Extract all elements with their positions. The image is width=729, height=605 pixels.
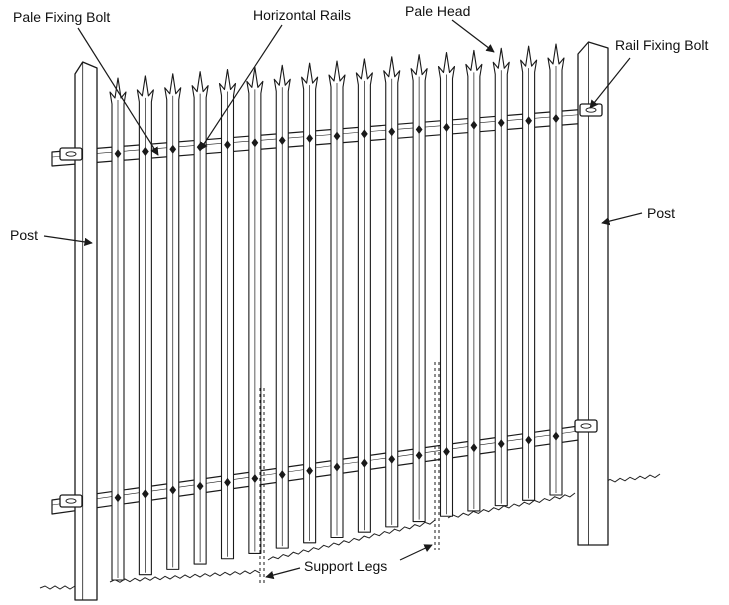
leader-arrow — [43, 235, 93, 247]
post-body — [74, 61, 98, 601]
posts-group — [59, 41, 609, 601]
post-left — [74, 61, 98, 601]
leader-arrows — [43, 19, 643, 580]
rail-flange-line-bottom — [51, 427, 601, 506]
pale-fixing-bolt — [114, 493, 122, 503]
label-post-left: Post — [9, 227, 40, 243]
label-rail-fixing-bolt: Rail Fixing Bolt — [614, 37, 710, 53]
pale-fixing-bolt — [443, 447, 450, 457]
pale-fixing-bolt — [552, 114, 560, 124]
post-right — [577, 41, 609, 546]
rail-fixing-bolt-slot — [580, 423, 592, 429]
leader-arrow — [589, 57, 631, 109]
grass-line — [604, 473, 661, 483]
pale-fixing-bolt — [251, 473, 259, 483]
pale-fixing-bolt — [497, 439, 505, 449]
leader-arrow — [399, 544, 433, 561]
pale-fixing-bolt — [169, 144, 177, 154]
pale-fixing-bolt — [142, 489, 149, 499]
label-post-right: Post — [646, 205, 677, 221]
pale-fixing-bolt — [361, 458, 368, 468]
pale-fixing-bolt — [333, 462, 341, 472]
label-pale-fixing-bolt: Pale Fixing Bolt — [12, 9, 112, 25]
rail-fixing-bolt-slot — [65, 151, 77, 157]
pale-fixing-bolt — [470, 120, 478, 130]
pale-fixing-bolt — [224, 477, 231, 487]
pale — [410, 54, 428, 523]
pale — [246, 66, 264, 554]
pale-fixing-bolt — [470, 443, 478, 453]
label-support-legs: Support Legs — [303, 558, 389, 574]
pale-fixing-bolt — [196, 481, 204, 491]
pale-fixing-bolt — [333, 131, 341, 141]
pale — [547, 43, 565, 496]
pale-fixing-bolt — [525, 116, 532, 126]
pale — [273, 64, 291, 549]
pale-fixing-bolt — [388, 127, 396, 137]
pale — [383, 56, 401, 528]
horizontal-rail-bottom — [51, 422, 601, 515]
leader-arrow — [265, 567, 301, 580]
pale — [218, 68, 237, 560]
pale-fixing-bolt — [525, 435, 532, 445]
grass-line — [39, 585, 76, 590]
leader-arrow — [451, 19, 495, 53]
grass-line — [447, 492, 576, 519]
ground-grass — [39, 473, 661, 590]
pale-fixing-bolt — [388, 454, 396, 464]
pale-fixing-bolt — [278, 136, 286, 146]
label-pale-head: Pale Head — [404, 3, 472, 19]
pale-fixing-bolt — [552, 431, 560, 441]
pale-fixing-bolt — [306, 133, 313, 143]
pale — [520, 45, 538, 501]
pales-group — [109, 43, 565, 581]
pale-fixing-bolt — [142, 147, 149, 157]
horizontal-rails-group — [51, 107, 601, 515]
leader-arrow — [199, 24, 283, 151]
pale-fixing-bolt — [306, 466, 313, 476]
pale — [136, 75, 154, 576]
support-legs-group — [259, 362, 440, 585]
pale-fixing-bolt — [415, 450, 423, 460]
pale — [465, 49, 483, 512]
pale — [437, 51, 456, 517]
pale — [355, 58, 373, 533]
pale-fixing-bolt — [443, 122, 450, 132]
rail-fixing-bolt-slot — [585, 107, 597, 113]
pale — [109, 77, 127, 581]
post-body — [577, 41, 609, 546]
pale-fixing-bolt — [169, 485, 177, 495]
pale-fixing-bolt — [251, 138, 259, 148]
pale — [328, 60, 346, 539]
pale — [164, 73, 182, 570]
rail-flange-line-top — [51, 112, 601, 158]
rail-fixing-bolt-slot — [65, 498, 77, 504]
pale — [492, 47, 510, 507]
grass-line — [267, 519, 436, 561]
leader-arrow — [601, 212, 643, 226]
label-horizontal-rails: Horizontal Rails — [252, 7, 353, 23]
pale-fixing-bolt — [224, 140, 231, 150]
grass-line — [109, 569, 261, 583]
pale — [191, 71, 209, 565]
leader-arrow — [77, 27, 159, 156]
pale-fixing-bolt — [114, 149, 122, 159]
pale-fixing-bolt — [278, 470, 286, 480]
pale-fixing-bolt — [361, 129, 368, 139]
pale — [301, 62, 319, 544]
pale-fixing-bolt — [415, 125, 423, 135]
pale-fixing-bolt — [497, 118, 505, 128]
